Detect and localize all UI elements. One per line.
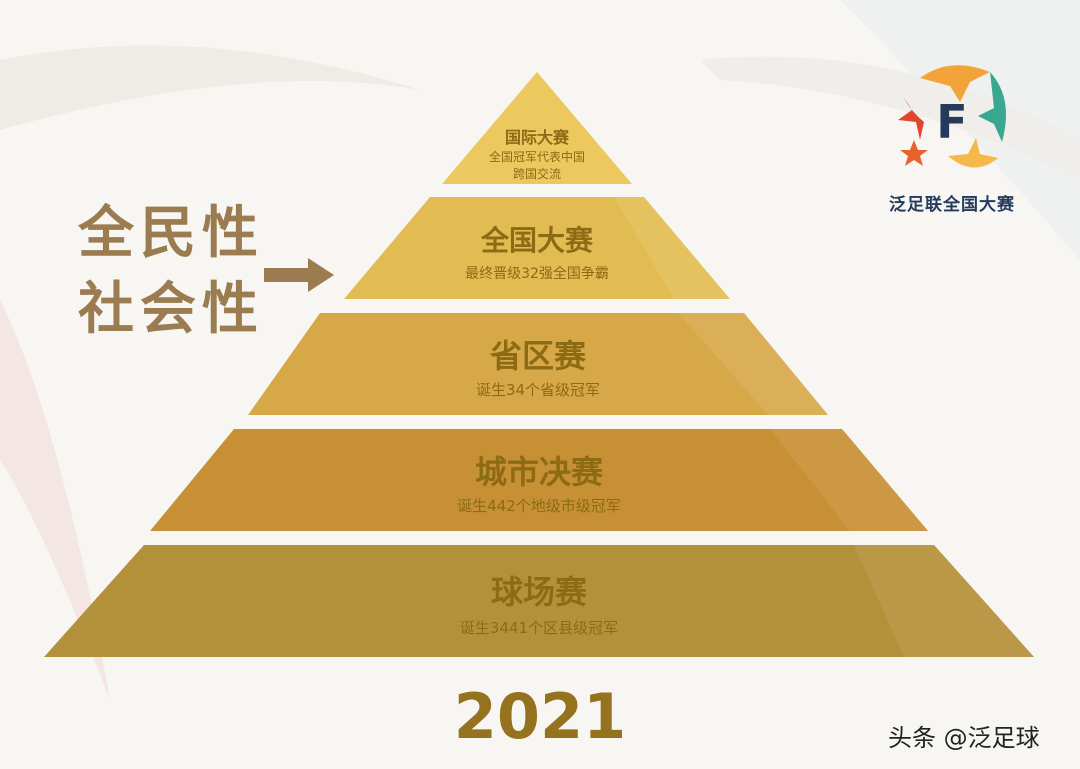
pyramid-tier-city: 城市决赛 诞生442个地级市级冠军 bbox=[150, 429, 928, 531]
tier-shape bbox=[344, 197, 730, 299]
star-logo-icon: F bbox=[898, 65, 1006, 168]
tier-subtitle: 跨国交流 bbox=[512, 167, 561, 181]
tier-subtitle: 全国冠军代表中国 bbox=[488, 150, 585, 164]
tier-title: 国际大赛 bbox=[504, 128, 569, 147]
tier-subtitle: 诞生3441个区县级冠军 bbox=[459, 619, 619, 637]
pyramid-tier-international: 国际大赛 全国冠军代表中国 跨国交流 bbox=[442, 72, 632, 184]
tier-title: 城市决赛 bbox=[474, 453, 603, 491]
tier-title: 球场赛 bbox=[490, 573, 587, 611]
pyramid-tier-field: 球场赛 诞生3441个区县级冠军 bbox=[44, 545, 1034, 657]
tier-subtitle: 最终晋级32强全国争霸 bbox=[465, 266, 609, 282]
tier-subtitle: 诞生442个地级市级冠军 bbox=[457, 497, 621, 515]
tier-shape bbox=[150, 429, 928, 531]
tier-shape bbox=[44, 545, 1034, 657]
tier-subtitle: 诞生34个省级冠军 bbox=[475, 381, 601, 399]
arrow-right-icon bbox=[264, 258, 334, 292]
svg-text:F: F bbox=[936, 95, 967, 149]
side-label-universal: 全民性 bbox=[78, 201, 264, 266]
pyramid-tier-provincial: 省区赛 诞生34个省级冠军 bbox=[248, 313, 828, 415]
logo-name: 泛足联全国大赛 bbox=[889, 195, 1015, 215]
tier-title: 省区赛 bbox=[489, 337, 586, 375]
watermark: 头条 @泛足球 bbox=[888, 724, 1040, 752]
tier-title: 全国大赛 bbox=[480, 224, 593, 257]
pyramid-tier-national: 全国大赛 最终晋级32强全国争霸 bbox=[344, 197, 730, 299]
side-label-social: 社会性 bbox=[78, 277, 264, 342]
tier-shape bbox=[248, 313, 828, 415]
tier-shape bbox=[442, 72, 632, 184]
year-label: 2021 bbox=[453, 680, 627, 753]
